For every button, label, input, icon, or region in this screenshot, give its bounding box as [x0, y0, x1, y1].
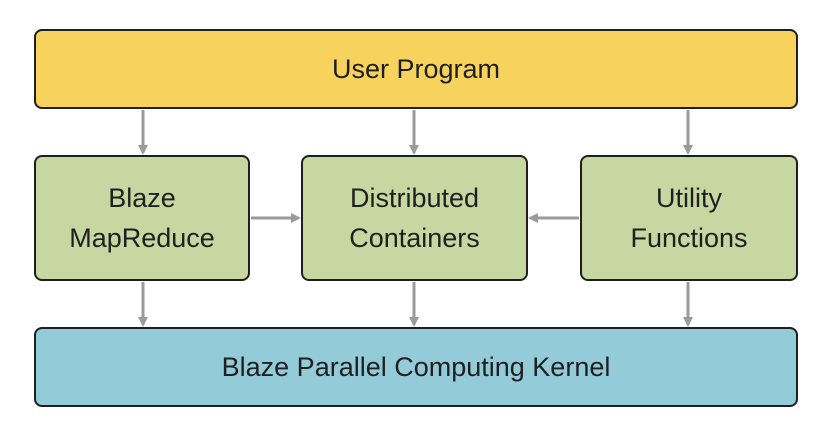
- utility-functions-label-line2: Functions: [630, 223, 748, 253]
- kernel-label: Blaze Parallel Computing Kernel: [221, 352, 611, 382]
- blaze-mapreduce-label-line2: MapReduce: [69, 223, 215, 253]
- utility-functions-box: Utility Functions: [580, 155, 798, 281]
- distributed-containers-label-line1: Distributed: [349, 183, 480, 213]
- user-program-label: User Program: [331, 54, 501, 84]
- distributed-containers-box: Distributed Containers: [301, 155, 528, 281]
- utility-functions-label-line1: Utility: [656, 183, 722, 213]
- parallel-computing-kernel-box: Blaze Parallel Computing Kernel: [34, 327, 798, 407]
- distributed-containers-label-line2: Containers: [349, 223, 480, 253]
- blaze-mapreduce-label-line1: Blaze: [108, 183, 176, 213]
- blaze-mapreduce-box: Blaze MapReduce: [34, 155, 250, 281]
- user-program-box: User Program: [34, 29, 798, 109]
